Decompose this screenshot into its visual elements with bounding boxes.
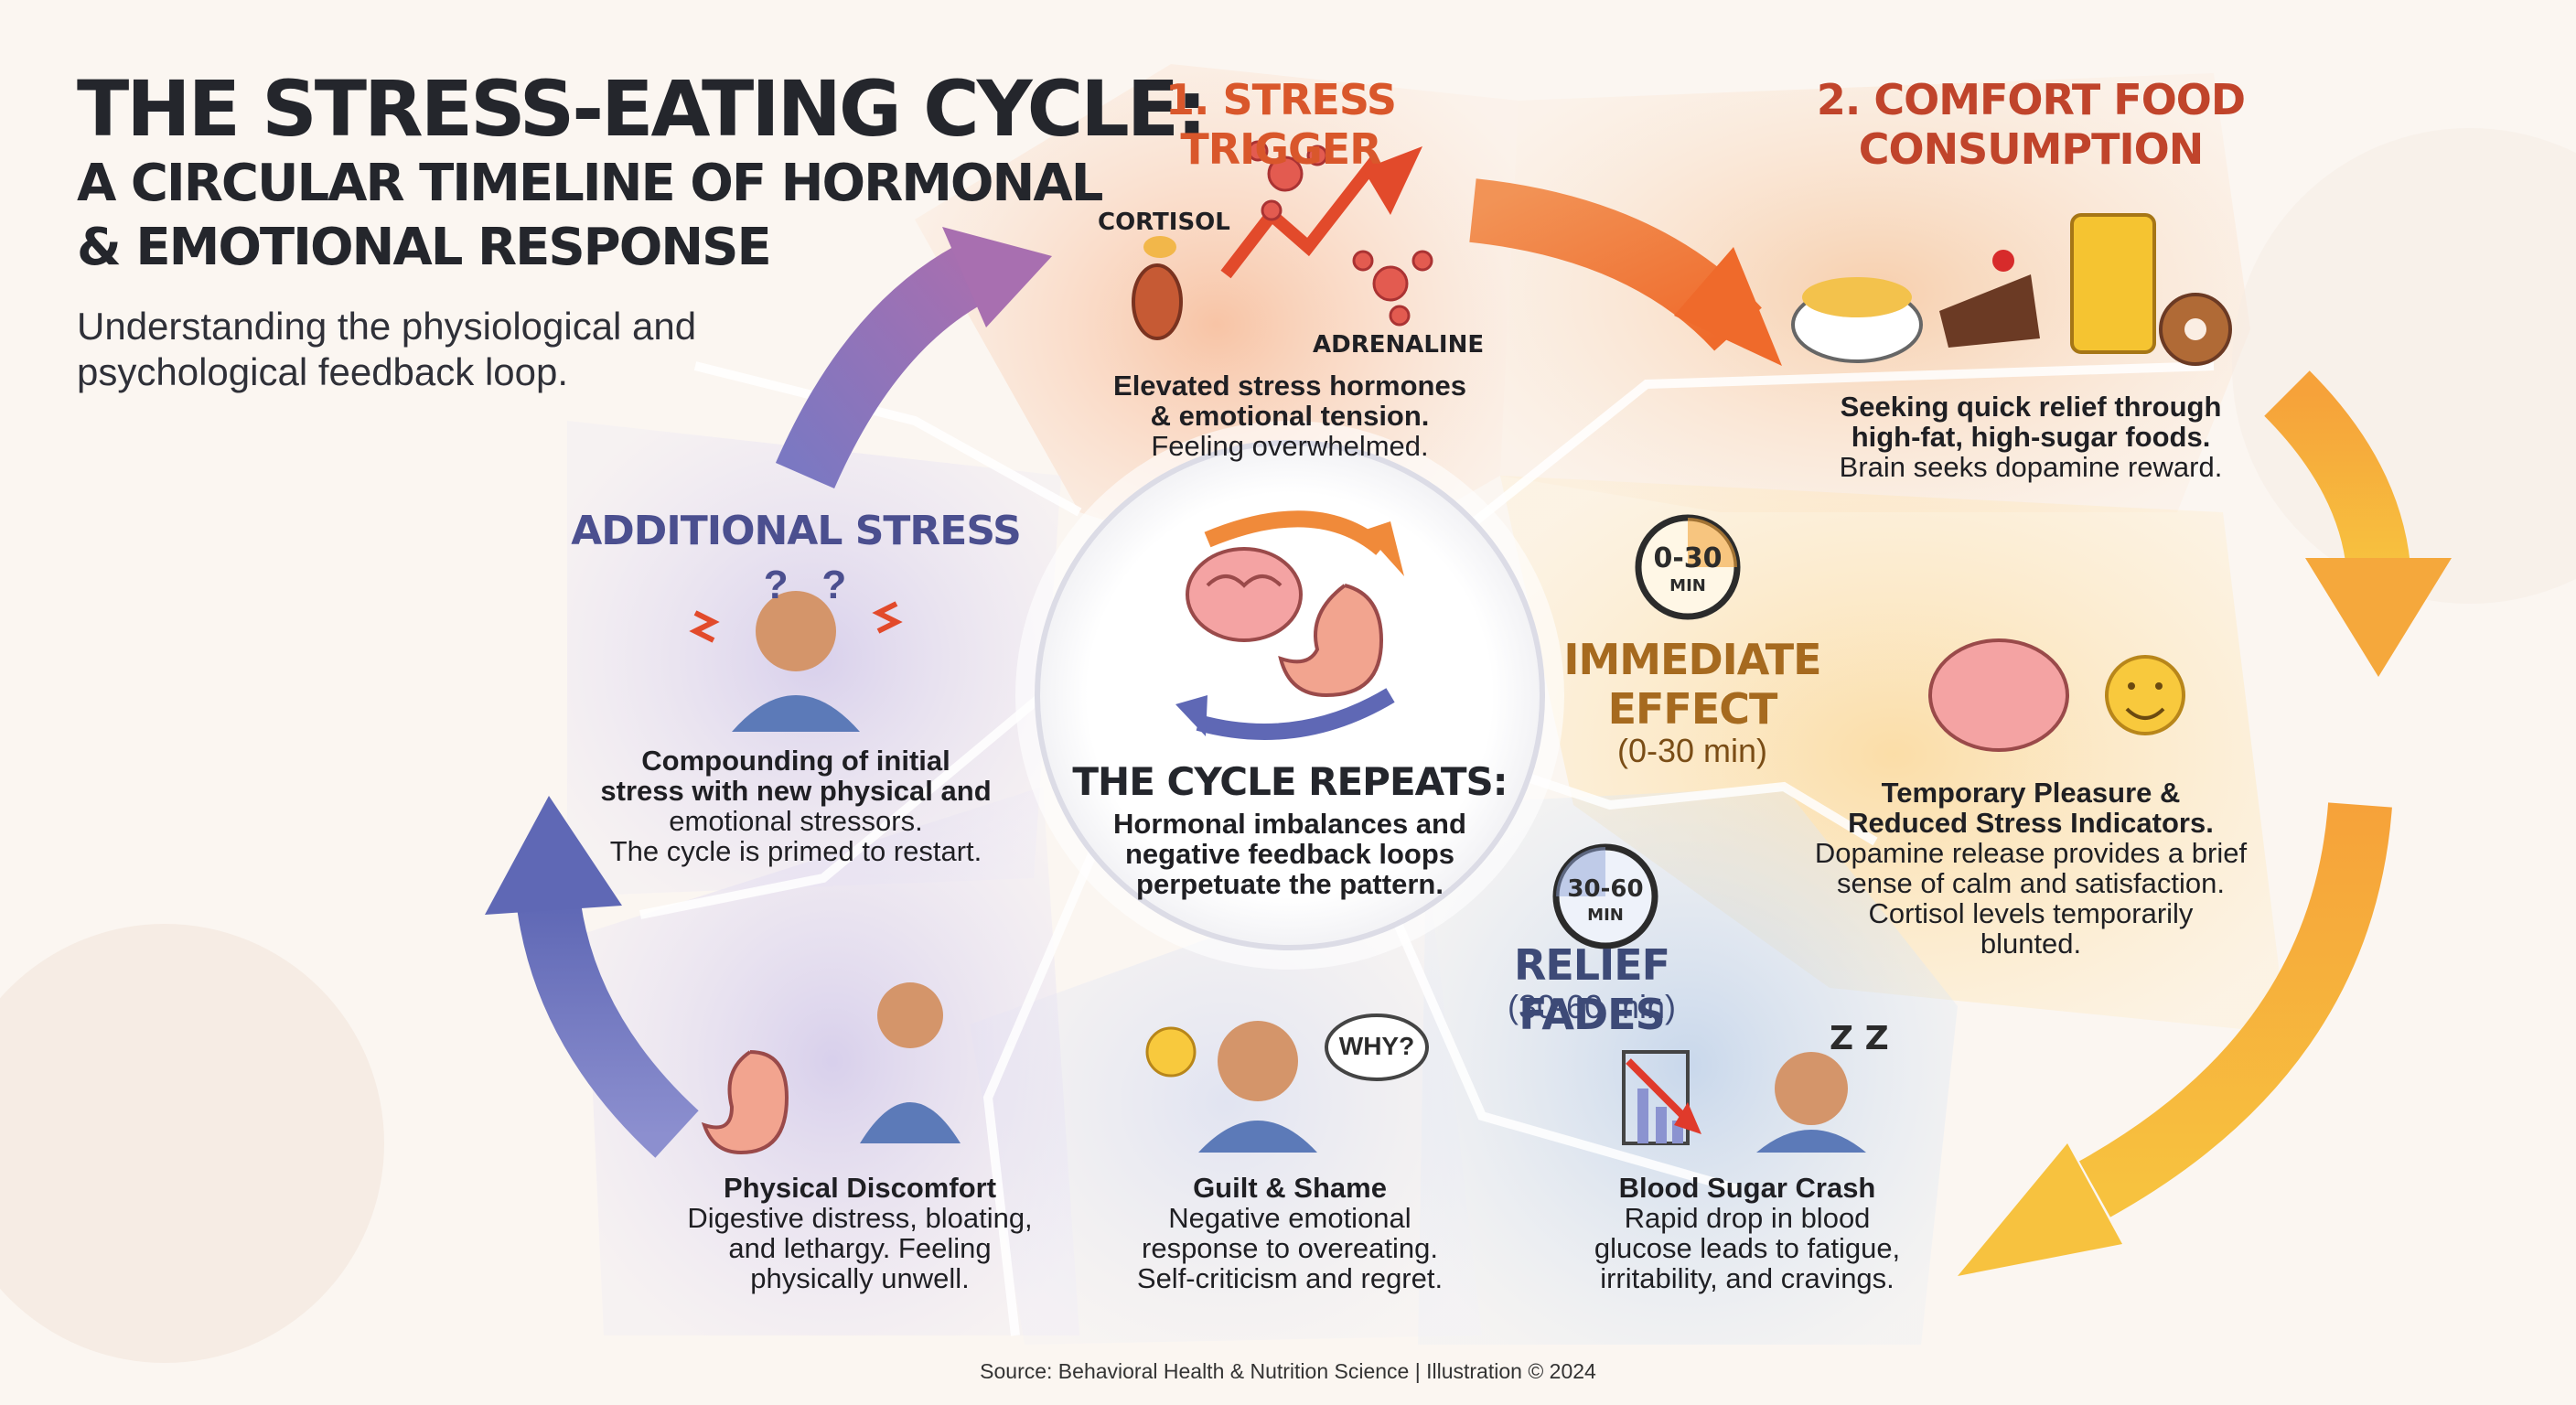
additional-stress-desc-4: The cycle is primed to restart. [609,835,982,867]
temporary-pleasure-desc-2: Reduced Stress Indicators. [1848,807,2214,839]
subtitle-line-2: psychological feedback loop. [77,350,569,393]
clock-0-30-top: 0-30 [1653,542,1722,574]
source-footer: Source: Behavioral Health & Nutrition Sc… [980,1359,1596,1383]
temporary-pleasure-description: Temporary Pleasure & Reduced Stress Indi… [1775,778,2287,959]
relief-fades-title: RELIEF FADES [1513,940,1670,1039]
guilt-desc-1: Negative emotional [1168,1202,1411,1234]
stress-trigger-desc-1: Elevated stress hormones [1113,370,1466,402]
center-title: THE CYCLE REPEATS: [1072,759,1508,804]
temporary-pleasure-desc-5: Cortisol levels temporarily [1868,897,2194,929]
clock-0-30-bottom: MIN [1669,576,1706,595]
guilt-description: Guilt & Shame Negative emotional respons… [1098,1173,1482,1293]
guilt-desc-3: Self-criticism and regret. [1136,1262,1444,1294]
blood-sugar-desc-1: Rapid drop in blood [1624,1202,1871,1234]
additional-stress-desc-2: stress with new physical and [600,775,992,807]
comfort-food-title-1: 2. COMFORT FOOD [1816,75,2246,124]
immediate-effect-title-2: EFFECT [1607,684,1778,734]
sleep-zz-icon: Z Z [1830,1020,1889,1057]
immediate-effect-title: IMMEDIATE EFFECT [1555,635,1830,734]
question-mark-icons: ? ? [763,563,847,607]
physical-desc-2: and lethargy. Feeling [728,1232,992,1264]
subtitle-line-1: Understanding the physiological and [77,305,697,348]
clock-0-30-icon: 0-30 MIN [1635,514,1741,620]
immediate-effect-title-1: IMMEDIATE [1563,635,1821,684]
page-title-line2: A CIRCULAR TIMELINE OF HORMONAL & EMOTIO… [77,152,1103,280]
page-title: THE STRESS-EATING CYCLE: [77,64,1208,154]
physical-desc-3: physically unwell. [750,1262,970,1294]
blood-sugar-desc-2: glucose leads to fatigue, [1594,1232,1901,1264]
additional-stress-desc-3: emotional stressors. [669,805,923,837]
guilt-desc-2: response to overeating. [1142,1232,1438,1264]
clock-30-60-bottom: MIN [1587,906,1624,925]
blood-sugar-description: Blood Sugar Crash Rapid drop in blood gl… [1555,1173,1939,1293]
relief-fades-time: (30-60 min) [1507,988,1677,1025]
temporary-pleasure-desc-1: Temporary Pleasure & [1881,777,2181,809]
center-desc-1: Hormonal imbalances and [1113,808,1466,840]
guilt-title: Guilt & Shame [1193,1172,1387,1204]
stress-trigger-desc-2: & emotional tension. [1150,400,1430,432]
blood-sugar-desc-3: irritability, and cravings. [1600,1262,1894,1294]
blood-sugar-title: Blood Sugar Crash [1618,1172,1876,1204]
center-desc-3: perpetuate the pattern. [1136,868,1444,900]
comfort-food-description: Seeking quick relief through high-fat, h… [1793,391,2269,482]
stress-trigger-description: Elevated stress hormones & emotional ten… [1061,370,1519,461]
page-subtitle: Understanding the physiological and psyc… [77,304,772,395]
cortisol-label: CORTISOL [1098,209,1230,236]
adrenaline-label: ADRENALINE [1313,331,1485,359]
additional-stress-title: ADDITIONAL STRESS [571,508,1022,554]
title-line-3: & EMOTIONAL RESPONSE [77,218,772,277]
comfort-food-title-2: CONSUMPTION [1858,124,2204,174]
why-bubble-text: WHY? [1338,1032,1415,1060]
temporary-pleasure-desc-3: Dopamine release provides a brief [1814,837,2248,869]
title-line-2: A CIRCULAR TIMELINE OF HORMONAL [77,154,1103,213]
comfort-food-desc-1: Seeking quick relief through [1840,391,2222,423]
comfort-food-desc-3: Brain seeks dopamine reward. [1839,451,2223,483]
immediate-effect-time: (0-30 min) [1616,732,1768,769]
comfort-food-desc-2: high-fat, high-sugar foods. [1851,421,2211,453]
clock-30-60-icon: 30-60 MIN [1552,843,1658,949]
physical-title: Physical Discomfort [723,1172,997,1204]
center-description: Hormonal imbalances and negative feedbac… [1061,809,1519,899]
physical-description: Physical Discomfort Digestive distress, … [659,1173,1061,1293]
center-desc-2: negative feedback loops [1124,838,1455,870]
stress-trigger-desc-3: Feeling overwhelmed. [1151,430,1429,462]
additional-stress-desc-1: Compounding of initial [641,745,950,777]
temporary-pleasure-desc-4: sense of calm and satisfaction. [1837,867,2225,899]
temporary-pleasure-desc-6: blunted. [1980,928,2082,960]
clock-30-60-top: 30-60 [1567,875,1643,903]
stress-trigger-title: 1. STRESS TRIGGER [1165,75,1397,174]
physical-desc-1: Digestive distress, bloating, [687,1202,1033,1234]
comfort-food-title: 2. COMFORT FOOD CONSUMPTION [1793,75,2269,174]
additional-stress-description: Compounding of initial stress with new p… [585,745,1006,866]
